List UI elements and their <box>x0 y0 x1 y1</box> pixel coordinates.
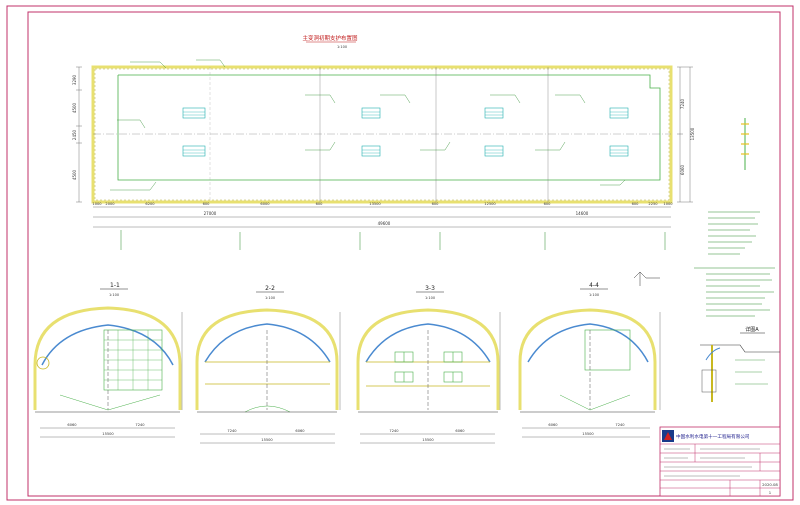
drawing-date: 2020.08 <box>762 482 778 487</box>
plan-view: 主变洞初期支护布置图 1:100 <box>72 34 775 317</box>
section-1-1-part-right: 7240 <box>135 423 145 427</box>
span-top-2: 6200 <box>145 202 155 206</box>
section-4-4-part-right: 7240 <box>615 423 625 427</box>
section-1-1-title: 1-1 <box>110 282 120 289</box>
section-3-3-width: 15500 <box>422 438 434 442</box>
company-name: 中国水利水电第十一工程局有限公司 <box>676 433 750 440</box>
span-top-6: 13500 <box>369 202 381 206</box>
span-top-10: 600 <box>632 202 640 206</box>
span-top-12: 1000 <box>663 202 673 206</box>
section-3-3-title: 3-3 <box>425 285 435 292</box>
span-top-4: 6000 <box>260 202 270 206</box>
left-dim-1: 3290 <box>72 74 77 85</box>
design-notes <box>694 211 775 317</box>
detail-a: 详图A <box>700 326 780 402</box>
span-top-5: 600 <box>316 202 324 206</box>
section-1-1-part-left: 6060 <box>67 423 77 427</box>
section-1-1-width: 15500 <box>102 432 114 436</box>
inner-border <box>27 11 781 497</box>
plan-leaders <box>110 59 626 191</box>
span-top-7: 600 <box>432 202 440 206</box>
section-2-2-scale: 1:100 <box>265 296 275 300</box>
right-dim-2: 13500 <box>690 127 695 140</box>
right-dim-1: 7240 <box>680 98 685 109</box>
section-2-2-width: 15500 <box>261 438 273 442</box>
sheet-number: 1 <box>769 490 772 495</box>
section-1-1-scale: 1:100 <box>109 293 119 297</box>
plan-right-dimensions <box>677 66 693 203</box>
section-1-1: 1-1 1:100 6060 7240 15500 <box>33 282 183 438</box>
span-top-9: 600 <box>544 202 552 206</box>
section-3-3-part-left: 7240 <box>389 429 399 433</box>
section-4-4-width: 15500 <box>582 432 594 436</box>
detail-a-title: 详图A <box>745 326 759 333</box>
plan-total-length: 49600 <box>378 221 391 226</box>
plan-left-dimensions <box>76 66 82 203</box>
section-4-4-title: 4-4 <box>589 282 599 289</box>
span-mid-left: 27000 <box>204 211 217 216</box>
section-markers <box>120 230 666 250</box>
side-bolt-sketch <box>741 118 749 170</box>
section-2-2-part-right: 6060 <box>295 429 305 433</box>
bolt-symbol <box>633 271 660 286</box>
hatch-patches <box>182 107 629 157</box>
span-top-8: 12500 <box>484 202 496 206</box>
left-dim-4: 4500 <box>72 169 77 180</box>
support-line <box>117 74 661 181</box>
section-3-3: 3-3 1:100 7240 6060 15500 <box>356 285 501 444</box>
span-top-1: 2000 <box>105 202 115 206</box>
span-top-11: 2250 <box>648 202 658 206</box>
title-block: 中国水利水电第十一工程局有限公司 2020.08 1 <box>659 426 781 497</box>
section-3-3-scale: 1:100 <box>425 296 435 300</box>
tunnel-outline-inner <box>94 68 670 201</box>
plan-title: 主变洞初期支护布置图 <box>302 34 358 42</box>
span-top-0: 1000 <box>92 202 102 206</box>
right-dim-3: 6060 <box>680 164 685 175</box>
section-4-4: 4-4 1:100 6060 7240 15500 <box>518 282 661 438</box>
section-4-4-part-left: 6060 <box>548 423 558 427</box>
section-4-4-scale: 1:100 <box>589 293 599 297</box>
left-dim-3: 2450 <box>72 129 77 140</box>
span-top-3: 600 <box>203 202 211 206</box>
plan-scale: 1:100 <box>337 45 347 49</box>
outer-border <box>6 5 794 501</box>
section-3-3-part-right: 6060 <box>455 429 465 433</box>
section-2-2-part-left: 7240 <box>227 429 237 433</box>
left-dim-2: 4500 <box>72 102 77 113</box>
plan-span-top: 1000 2000 6200 600 6000 600 13500 600 12… <box>92 202 673 206</box>
span-mid-right: 14600 <box>576 211 589 216</box>
section-2-2: 2-2 1:100 7240 6060 15500 <box>195 285 341 444</box>
section-2-2-title: 2-2 <box>265 285 275 292</box>
tunnel-outline <box>91 65 673 204</box>
